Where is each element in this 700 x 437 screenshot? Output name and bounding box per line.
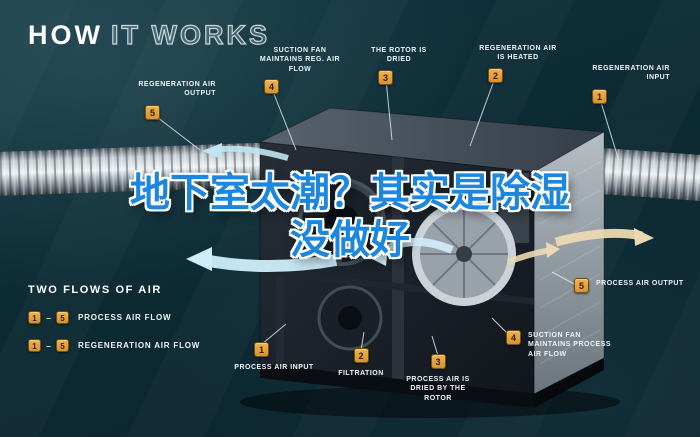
callout-label: PROCESS AIR INPUT [234,364,314,371]
step-badge: 1 [592,88,607,104]
legend: TWO FLOWS OF AIR 1 – 5 PROCESS AIR FLOW … [28,284,200,352]
step-badge: 1 [28,311,41,324]
step-badge: 2 [353,348,369,363]
callout-connector-lines [152,77,619,357]
title-light: IT WORKS [110,19,270,50]
headline-line-2: 没做好 [290,218,410,263]
range-dash: – [46,312,52,323]
callout-filtration: 2 FILTRATION [326,348,396,378]
title-strong: HOW [28,20,103,50]
step-badge: 1 [28,339,41,352]
legend-row-regeneration-air-flow: 1 – 5 REGENERATION AIR FLOW [28,339,200,352]
callout-label: REGENERATION AIR INPUT [592,65,670,82]
callout-process-air-input: 1 PROCESS AIR INPUT [232,342,316,372]
callout-label: PROCESS AIR OUTPUT [596,280,684,287]
legend-title: TWO FLOWS OF AIR [28,284,162,296]
callout-label: FILTRATION [338,370,384,377]
step-badge: 4 [506,330,521,345]
legend-row-process-air-flow: 1 – 5 PROCESS AIR FLOW [28,311,200,324]
step-badge: 4 [264,79,279,95]
step-badge: 5 [574,278,589,293]
step-badge: 5 [56,339,70,352]
process-output-arrow-blue [202,254,338,272]
headline-line-1: 地下室太潮？其实是除湿 [130,171,570,215]
callout-process-air-dried: 3 PROCESS AIR IS DRIED BY THE ROTOR [396,354,480,403]
callout-suction-fan-process: 4 SUCTION FAN MAINTAINS PROCESS AIR FLOW [506,330,624,359]
left-duct [0,142,281,197]
airflow-arrows [186,143,654,272]
callout-regeneration-air-heated: REGENERATION AIR IS HEATED 2 [476,44,560,83]
callout-rotor-is-dried: THE ROTOR IS DRIED 3 [366,46,432,85]
callout-suction-fan-reg: SUCTION FAN MAINTAINS REG. AIR FLOW 4 [254,46,346,95]
step-badge: 1 [254,342,269,357]
cutaway-interior [260,150,534,394]
step-badge: 5 [145,104,160,120]
legend-label: PROCESS AIR FLOW [78,313,172,322]
callout-regeneration-air-output: REGENERATION AIR OUTPUT 5 [110,80,216,120]
range-dash: – [46,340,52,351]
callout-label: PROCESS AIR IS DRIED BY THE ROTOR [406,376,470,402]
step-badge: 3 [430,354,446,369]
callout-regeneration-air-input: REGENERATION AIR INPUT 1 [584,64,670,104]
callout-label: REGENERATION AIR OUTPUT [138,81,216,98]
step-badge: 2 [488,67,503,83]
callout-label: SUCTION FAN MAINTAINS PROCESS AIR FLOW [528,332,612,358]
legend-label: REGENERATION AIR FLOW [78,341,201,350]
headline-overlay: 地下室太潮？其实是除湿 没做好 [0,170,700,264]
step-badge: 3 [378,69,393,85]
step-badge: 5 [56,311,70,324]
dehumidifier-unit [240,107,620,418]
callout-label: SUCTION FAN MAINTAINS REG. AIR FLOW [259,47,341,73]
callout-label: THE ROTOR IS DRIED [371,47,427,64]
callout-label: REGENERATION AIR IS HEATED [479,45,557,62]
callout-process-air-output: 5 PROCESS AIR OUTPUT [574,278,686,293]
